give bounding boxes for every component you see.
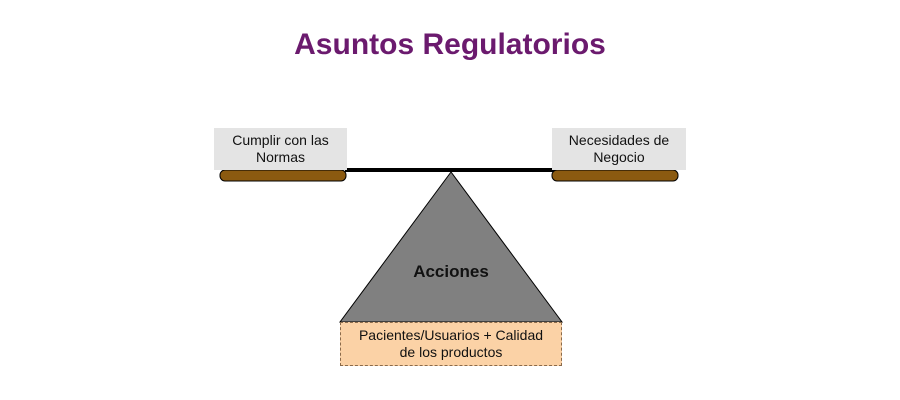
right-weight-label: Necesidades de Negocio — [552, 128, 686, 170]
right-pan — [551, 169, 679, 182]
page-title: Asuntos Regulatorios — [294, 28, 606, 61]
base-label: Pacientes/Usuarios + Calidad de los prod… — [340, 322, 562, 366]
base-label-line2: de los productos — [399, 344, 503, 360]
left-pan — [219, 169, 347, 182]
fulcrum-label: Acciones — [413, 262, 489, 281]
left-weight-label: Cumplir con las Normas — [214, 128, 347, 170]
left-weight-line1: Cumplir con las — [232, 132, 329, 148]
left-weight-line2: Normas — [255, 149, 305, 165]
fulcrum-triangle — [339, 171, 563, 323]
right-weight-line2: Negocio — [593, 149, 645, 165]
base-label-line1: Pacientes/Usuarios + Calidad — [358, 327, 544, 343]
right-weight-line1: Necesidades de — [568, 132, 670, 148]
